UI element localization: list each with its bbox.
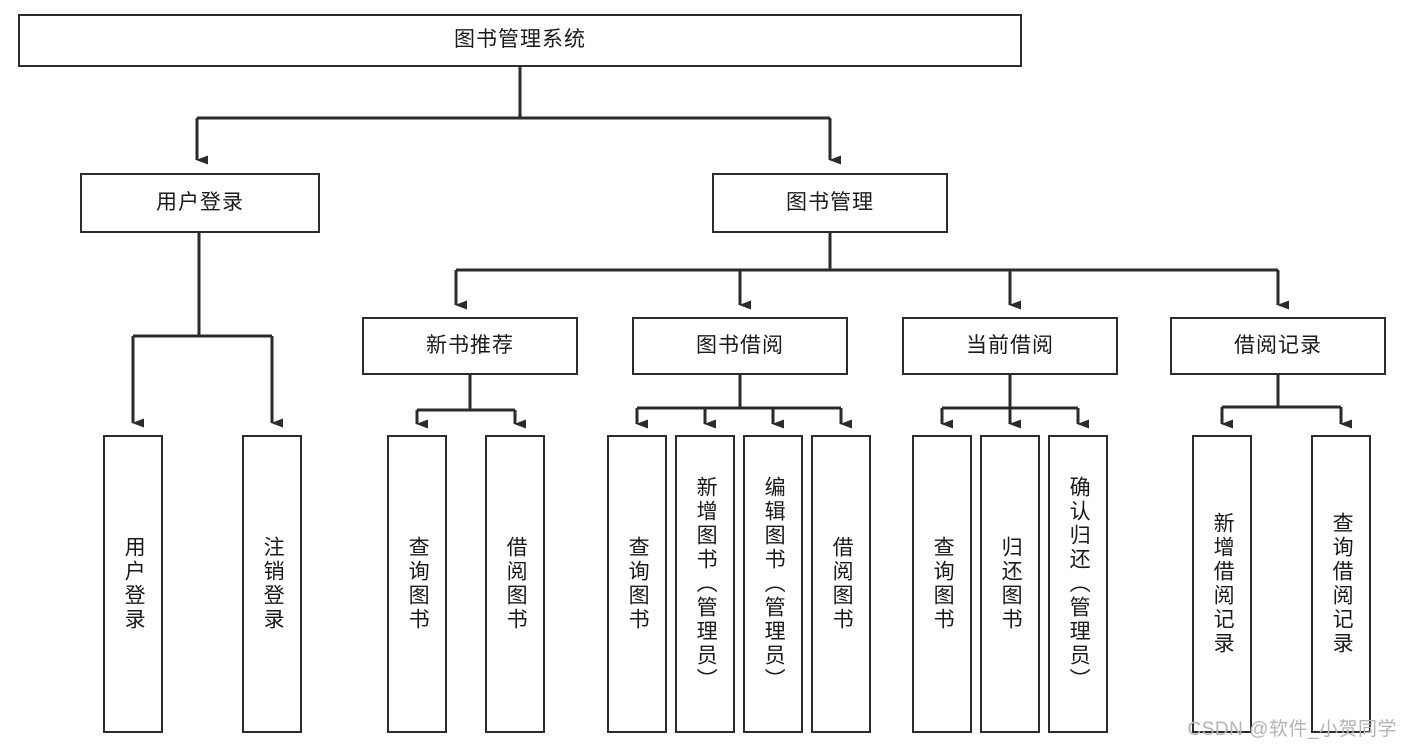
leaf-label: 注销登录 (261, 536, 285, 632)
node-borrow-record[interactable]: 借阅记录 (1170, 317, 1386, 375)
leaf-user-login-signout[interactable]: 注销登录 (242, 435, 302, 733)
node-new-book-recommend[interactable]: 新书推荐 (362, 317, 578, 375)
leaf-label: 归还图书 (999, 536, 1023, 632)
leaf-current-return-book[interactable]: 归还图书 (980, 435, 1040, 733)
node-current-borrow-label: 当前借阅 (966, 333, 1054, 357)
node-root-label: 图书管理系统 (454, 28, 586, 52)
leaf-label: 借阅图书 (504, 536, 528, 632)
watermark: CSDN @软件_小贺同学 (1187, 719, 1397, 740)
node-book-management[interactable]: 图书管理 (712, 173, 948, 233)
node-borrow-record-label: 借阅记录 (1234, 333, 1322, 357)
node-book-borrow[interactable]: 图书借阅 (632, 317, 848, 375)
leaf-current-query-book[interactable]: 查询图书 (912, 435, 972, 733)
leaf-borrow-query-book[interactable]: 查询图书 (607, 435, 667, 733)
node-current-borrow[interactable]: 当前借阅 (902, 317, 1118, 375)
node-root[interactable]: 图书管理系统 (18, 14, 1022, 67)
node-user-login-label: 用户登录 (156, 190, 244, 214)
leaf-record-query[interactable]: 查询借阅记录 (1311, 435, 1371, 733)
leaf-user-login-signin[interactable]: 用户登录 (103, 435, 163, 733)
leaf-label: 新增图书（管理员） (694, 476, 718, 692)
leaf-label: 确认归还（管理员） (1067, 476, 1091, 692)
node-new-book-recommend-label: 新书推荐 (426, 333, 514, 357)
leaf-borrow-edit-book[interactable]: 编辑图书（管理员） (743, 435, 803, 733)
node-user-login[interactable]: 用户登录 (80, 173, 320, 233)
leaf-label: 新增借阅记录 (1211, 512, 1235, 656)
node-book-management-label: 图书管理 (786, 190, 874, 214)
leaf-label: 用户登录 (122, 536, 146, 632)
leaf-label: 查询借阅记录 (1330, 512, 1354, 656)
leaf-record-add[interactable]: 新增借阅记录 (1192, 435, 1252, 733)
leaf-borrow-borrow-book[interactable]: 借阅图书 (811, 435, 871, 733)
leaf-new-book-query[interactable]: 查询图书 (387, 435, 447, 733)
leaf-new-book-borrow[interactable]: 借阅图书 (485, 435, 545, 733)
leaf-label: 查询图书 (931, 536, 955, 632)
leaf-label: 查询图书 (406, 536, 430, 632)
node-book-borrow-label: 图书借阅 (696, 333, 784, 357)
leaf-label: 借阅图书 (830, 536, 854, 632)
leaf-label: 查询图书 (626, 536, 650, 632)
leaf-label: 编辑图书（管理员） (762, 476, 786, 692)
leaf-borrow-add-book[interactable]: 新增图书（管理员） (675, 435, 735, 733)
leaf-current-confirm-return[interactable]: 确认归还（管理员） (1048, 435, 1108, 733)
